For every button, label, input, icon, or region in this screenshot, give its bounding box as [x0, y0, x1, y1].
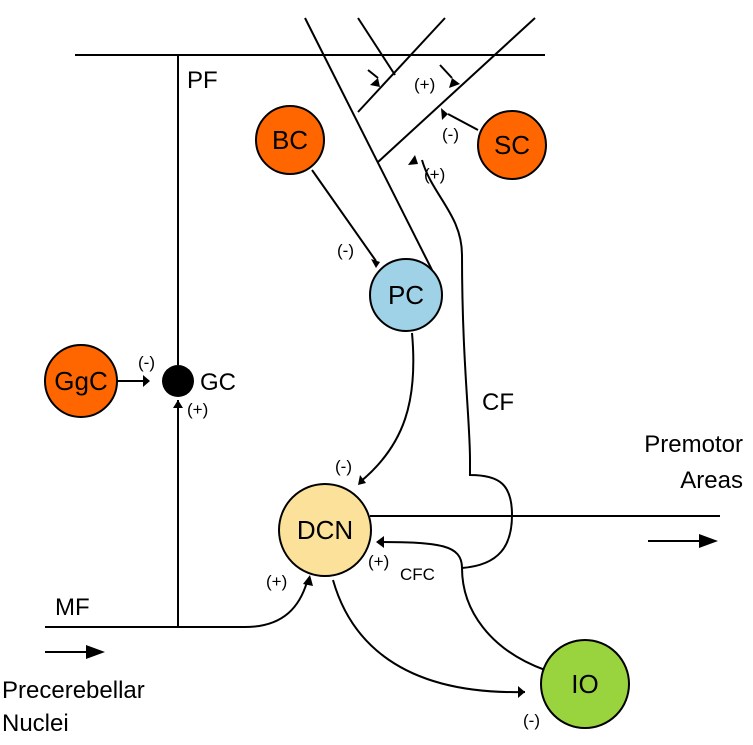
bc-synapse-arrow — [371, 259, 380, 268]
pf-synapse-arrow-right — [449, 78, 460, 88]
gc-circle — [162, 365, 194, 397]
sc-label: SC — [494, 130, 530, 160]
cfc-label: CFC — [400, 565, 435, 584]
synapse-signs: (+) (-) (+) (-) (-) (+) (-) (+) (+) (-) — [138, 75, 540, 730]
bc-inhibitory-sign: (-) — [337, 241, 354, 260]
ggc-synapse-arrow — [143, 375, 150, 387]
mf-gc-excitatory-sign: (+) — [187, 400, 208, 419]
node-sc: SC — [477, 110, 547, 180]
pf-pc-excitatory-sign: (+) — [414, 75, 435, 94]
mossy-fiber-line — [45, 581, 308, 628]
io-label: IO — [571, 669, 598, 699]
pf-synapse-arrow-left — [370, 78, 380, 87]
ggc-label: GgC — [54, 366, 107, 396]
node-pc: PC — [369, 258, 443, 332]
mf-gc-synapse-arrow — [173, 400, 183, 408]
pf-synapse-stub-right — [439, 64, 453, 79]
pc-to-dcn-line — [359, 332, 415, 483]
sc-synapse-arrow — [441, 108, 448, 120]
dcn-io-synapse-arrow — [518, 686, 525, 698]
precerebellar-label-line2: Nuclei — [2, 710, 69, 737]
pc-synapse-arrow — [358, 475, 366, 485]
bc-label: BC — [272, 125, 308, 155]
dcn-circle — [278, 483, 372, 577]
sc-to-dendrite-line — [447, 113, 479, 131]
cfc-synapse-arrow — [376, 536, 384, 548]
pc-dendrite-left — [304, 17, 433, 271]
cf-excitatory-sign: (+) — [424, 165, 445, 184]
cf-synapse-arrow — [408, 155, 418, 165]
io-to-dcn-collateral — [377, 541, 546, 671]
arrowheads — [86, 78, 718, 698]
output-direction-arrowhead — [699, 534, 718, 548]
node-ggc: GgC — [44, 344, 118, 418]
bc-to-pc-line — [311, 169, 377, 262]
pc-dcn-inhibitory-sign: (-) — [335, 457, 352, 476]
mf-label: MF — [55, 594, 90, 621]
cf-label: CF — [482, 389, 514, 416]
mf-synapse-arrow — [303, 575, 313, 586]
pathway-labels: PF CF MF CFC Premotor Areas Precerebella… — [2, 67, 743, 737]
mf-dcn-excitatory-sign: (+) — [266, 572, 287, 591]
dcn-io-inhibitory-sign: (-) — [523, 711, 540, 730]
bc-circle — [255, 105, 325, 175]
node-bc: BC — [255, 105, 325, 175]
ggc-inhibitory-sign: (-) — [138, 353, 155, 372]
node-gc: GC — [162, 365, 236, 397]
pc-circle — [369, 258, 443, 332]
dcn-to-io-line — [332, 579, 526, 694]
input-direction-arrowhead — [86, 645, 105, 659]
gc-label: GC — [200, 369, 236, 396]
pc-dendrite-branch — [357, 17, 396, 76]
dcn-label: DCN — [297, 515, 353, 545]
node-io: IO — [540, 639, 630, 729]
pc-dendrite-cross1 — [357, 17, 446, 113]
pc-dendrite-cross2 — [377, 17, 536, 163]
pf-label: PF — [187, 67, 218, 94]
ggc-circle — [44, 344, 118, 418]
premotor-label-line1: Premotor — [644, 431, 743, 458]
premotor-label-line2: Areas — [680, 467, 743, 494]
cfc-excitatory-sign: (+) — [368, 552, 389, 571]
node-dcn: DCN — [278, 483, 372, 577]
connections — [45, 17, 720, 694]
climbing-fiber-line — [421, 159, 514, 569]
sc-circle — [477, 110, 547, 180]
sc-inhibitory-sign: (-) — [442, 125, 459, 144]
pf-synapse-stub-left — [367, 69, 379, 79]
precerebellar-label-line1: Precerebellar — [2, 677, 145, 704]
pc-label: PC — [388, 280, 424, 310]
io-circle — [540, 639, 630, 729]
